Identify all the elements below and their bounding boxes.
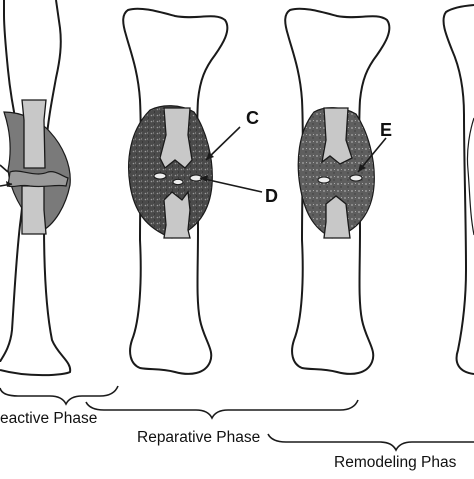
bone-island-1: [153, 172, 167, 180]
phase-label-remodeling: Remodeling Phas: [334, 454, 457, 471]
marrow-reparative-lower: [163, 190, 191, 239]
marrow-remodeling-lower: [323, 195, 351, 239]
bone-remodeling: [284, 7, 391, 375]
phase-label-reactive: eactive Phase: [0, 410, 97, 427]
hematoma-reactive: [3, 111, 71, 233]
fracture-gap-reactive: [7, 170, 69, 188]
arrowhead-e: [358, 164, 366, 172]
bone-reactive: [0, 0, 72, 377]
bone-island-4: [317, 176, 331, 184]
marrow-reactive-upper: [21, 99, 47, 169]
marrow-reparative-upper: [159, 107, 193, 170]
arrowhead-reactive: [6, 181, 12, 187]
brace-reparative: [85, 399, 359, 420]
label-e: E: [380, 120, 392, 140]
bone-reparative: [122, 7, 263, 375]
marrow-reactive-lower: [21, 185, 47, 235]
bone-partial-right: [442, 4, 474, 375]
phase-label-reparative: Reparative Phase: [137, 429, 260, 446]
pointer-c: [205, 126, 241, 161]
arrow-reactive-a: [0, 164, 9, 173]
marrow-remodeling-upper: [321, 107, 353, 165]
callus-remodeling: [297, 107, 375, 239]
bone-partial-outline: [442, 4, 474, 375]
bone-island-5: [349, 174, 363, 182]
callus-reparative: [128, 105, 213, 239]
arrowhead-d: [200, 175, 208, 182]
bone-island-2: [172, 178, 184, 186]
label-c: C: [246, 108, 259, 128]
brace-reactive: [0, 385, 119, 406]
pointer-d: [199, 177, 263, 193]
brace-remodeling: [267, 433, 474, 452]
bone-partial-callus: [466, 117, 474, 236]
arrowhead-c: [206, 152, 214, 160]
label-d: D: [265, 186, 278, 206]
